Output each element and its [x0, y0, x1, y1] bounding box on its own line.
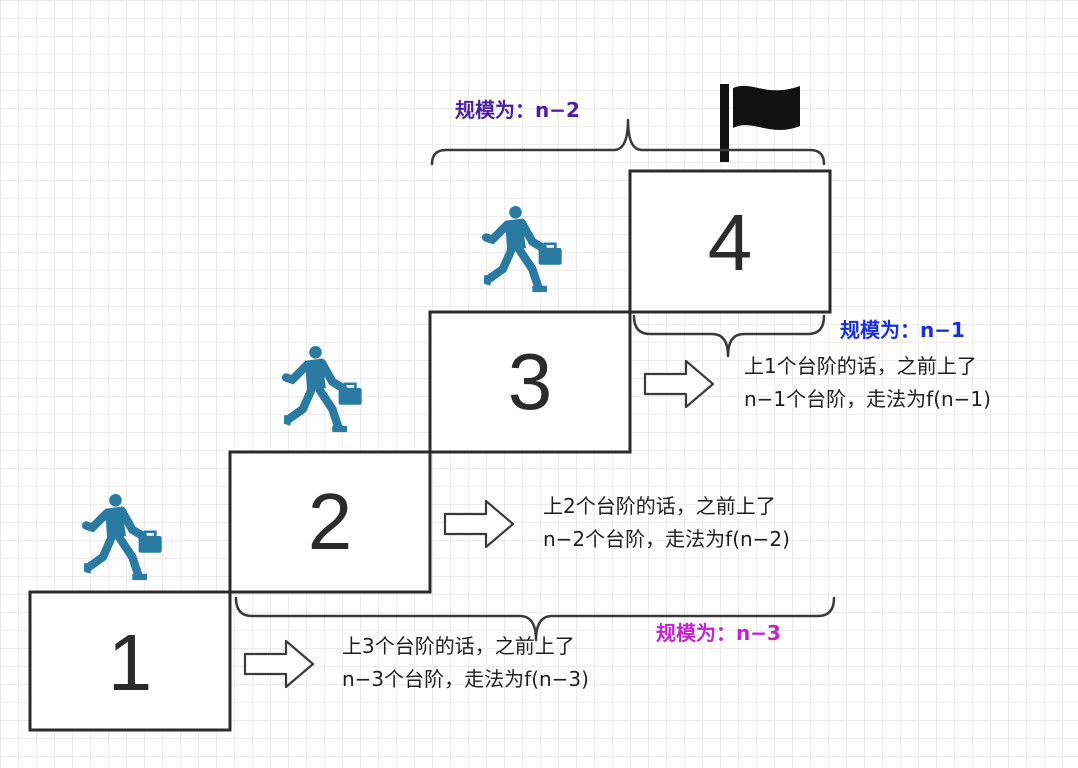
brace-n-minus-1	[632, 314, 826, 358]
note-step2-line1: 上2个台阶的话，之前上了	[543, 494, 776, 518]
scale-label-n-minus-1: 规模为：n−1	[840, 318, 965, 342]
step-number-1: 1	[108, 618, 153, 707]
step-4: 4	[628, 169, 832, 314]
note-step3-line1: 上3个台阶的话，之前上了	[342, 634, 575, 658]
brace-n-minus-3	[234, 596, 836, 642]
note-step2-line2: n−2个台阶，走法为f(n−2)	[543, 527, 790, 551]
runner-icon	[484, 206, 562, 292]
runner-icon	[284, 346, 362, 432]
scale-label-n-minus-2: 规模为：n−2	[455, 98, 580, 122]
note-step3: 上3个台阶的话，之前上了 n−3个台阶，走法为f(n−3)	[342, 634, 589, 691]
step-1: 1	[28, 590, 232, 732]
scale-label-n-minus-3: 规模为：n−3	[656, 621, 781, 645]
note-step2: 上2个台阶的话，之前上了 n−2个台阶，走法为f(n−2)	[543, 494, 790, 551]
step-number-4: 4	[708, 198, 753, 287]
note-step1: 上1个台阶的话，之前上了 n−1个台阶，走法为f(n−1)	[744, 354, 991, 411]
runner-icon	[84, 494, 162, 580]
note-step1-line2: n−1个台阶，走法为f(n−1)	[744, 387, 991, 411]
step-2: 2	[228, 450, 432, 594]
note-step3-line2: n−3个台阶，走法为f(n−3)	[342, 667, 589, 691]
step-3: 3	[428, 310, 632, 454]
brace-n-minus-2	[430, 118, 826, 166]
flag-icon	[720, 84, 800, 162]
arrow-right-icon	[443, 499, 515, 549]
note-step1-line1: 上1个台阶的话，之前上了	[744, 354, 977, 378]
arrow-right-icon	[243, 639, 315, 689]
arrow-right-icon	[643, 359, 715, 409]
step-number-3: 3	[508, 337, 553, 426]
step-number-2: 2	[308, 477, 353, 566]
